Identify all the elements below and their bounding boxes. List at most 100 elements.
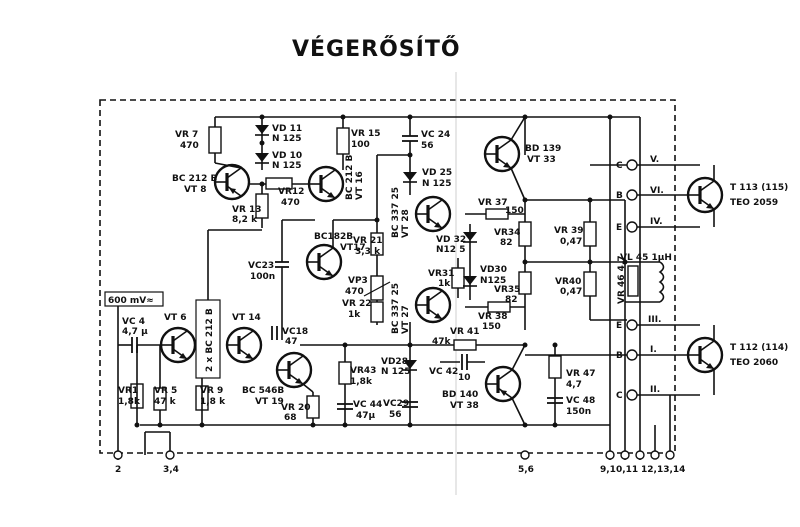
pin-3-4: 3,4 [163, 465, 179, 475]
vc48-value: 150n [566, 407, 591, 417]
vt38-transistor [484, 365, 522, 403]
vr31-label: VR31 [428, 269, 454, 279]
vd30-value: N125 [480, 276, 506, 286]
vt33-transistor [483, 135, 521, 173]
vt8-transistor [213, 163, 251, 201]
vr5-label: VR 5 [154, 386, 177, 396]
upper-wire-v: V. [650, 155, 659, 165]
vt6-transistor [159, 326, 197, 364]
vc24-label: VC 24 [421, 130, 450, 140]
vc48-label: VC 48 [566, 396, 595, 406]
t113-type: TEO 2059 [730, 198, 778, 208]
vc29-value: 56 [389, 410, 402, 420]
vt27-type: BC 337 25 [391, 283, 401, 334]
vt14-label: VT 14 [232, 313, 261, 323]
vr37-value: 150 [505, 206, 524, 216]
vt6-label: VT 6 [164, 313, 187, 323]
vt28-type: BC 337 25 [391, 187, 401, 238]
vt16-type: BC 212 B [345, 154, 355, 200]
vc44-label: VC 44 [353, 400, 382, 410]
input-level: 600 mV≈ [108, 296, 154, 306]
vt28-transistor [414, 195, 452, 233]
vt19-transistor [275, 351, 313, 389]
vt17-type: BC182B [314, 232, 353, 242]
lower-wire-i: I. [650, 345, 657, 355]
upper-pin-c: C [616, 161, 623, 171]
upper-wire-iv: IV. [650, 217, 663, 227]
vd32-value: N12 5 [436, 245, 465, 255]
vr31-value: 1k [438, 279, 451, 289]
vc23-label: VC23 [248, 261, 274, 271]
vt16-transistor [307, 165, 345, 203]
vt17-transistor [305, 243, 343, 281]
vl45-label: VL 45 1μH [620, 253, 672, 263]
dual-transistor-label: 2 x BC 212 B [205, 308, 215, 372]
vt16-label: VT 16 [355, 171, 365, 200]
vr47-label: VR 47 [566, 369, 596, 379]
vr34-label: VR34 [494, 228, 520, 238]
vc4-value: 4,7 μ [122, 327, 148, 337]
vc4-label: VC 4 [122, 317, 145, 327]
pin-12-13-14: 12,13,14 [641, 465, 685, 475]
vp3-label: VP3 [348, 276, 368, 286]
vr39-label: VR 39 [554, 226, 584, 236]
vr35-label: VR35 [494, 285, 520, 295]
vc18-label: VC18 [282, 327, 308, 337]
vd28-value: N 125 [381, 367, 410, 377]
vd32-label: VD 32 [436, 235, 466, 245]
vr43-value: 1,8k [350, 377, 373, 387]
vt14-transistor [225, 326, 263, 364]
vr7-value: 470 [180, 141, 199, 151]
vt38-type: BD 140 [442, 390, 478, 400]
vd25-label: VD 25 [422, 168, 452, 178]
vr47-value: 4,7 [566, 380, 582, 390]
vr12-label: VR12 [278, 187, 304, 197]
t112-type: TEO 2060 [730, 358, 778, 368]
vt19-type: BC 546B [242, 386, 284, 396]
junction-dots [134, 114, 628, 428]
vd10-label: VD 10 [272, 151, 302, 161]
vt27-transistor [414, 286, 452, 324]
vd11-label: VD 11 [272, 124, 302, 134]
vt19-label: VT 19 [255, 397, 284, 407]
vr37-label: VR 37 [478, 198, 508, 208]
vr20-label: VR 20 [281, 403, 311, 413]
lower-pin-c: C [616, 391, 623, 401]
vr21-label: VR 21 [353, 236, 383, 246]
vr13-label: VR 13 [232, 205, 262, 215]
vc18-value: 47 [285, 337, 298, 347]
vt33-type: BD 139 [525, 144, 561, 154]
lower-wire-ii: II. [650, 385, 660, 395]
lower-pin-e: E [616, 321, 622, 331]
t113-transistor [686, 176, 724, 214]
vc29-label: VC29 [383, 399, 409, 409]
vr22-value: 1k [348, 310, 361, 320]
lower-wire-iii: III. [648, 315, 661, 325]
vd30-label: VD30 [480, 265, 507, 275]
vr39-value: 0,47 [560, 237, 582, 247]
t113-name: T 113 (115) [730, 183, 788, 193]
vr46-label: VR 46 4,7 [617, 255, 627, 304]
vr41-value: 47k [432, 337, 452, 347]
pin-9-10-11: 9,10,11 [600, 465, 638, 475]
vr34-value: 82 [500, 238, 513, 248]
vd11-value: N 125 [272, 134, 301, 144]
pin-2: 2 [115, 465, 121, 475]
vt33-label: VT 33 [527, 155, 556, 165]
vr20-value: 68 [284, 413, 297, 423]
vr15-value: 100 [351, 140, 370, 150]
vt17-label: VT17 [340, 243, 366, 253]
vr22-label: VR 22 [342, 299, 372, 309]
vt8-label: VT 8 [184, 185, 207, 195]
bottom-connectors [113, 431, 675, 460]
module-outline [99, 99, 676, 454]
vr38-value: 150 [482, 322, 501, 332]
vr15-label: VR 15 [351, 129, 381, 139]
vd28-label: VD28 [381, 357, 408, 367]
vr13-value: 8,2 k [232, 215, 258, 225]
vr40-label: VR40 [555, 277, 581, 287]
schematic-title: VÉGERŐSÍTŐ [292, 36, 461, 62]
t112-transistor [686, 336, 724, 374]
vr35-value: 82 [505, 295, 518, 305]
vr1-value: 1,8k [118, 397, 141, 407]
